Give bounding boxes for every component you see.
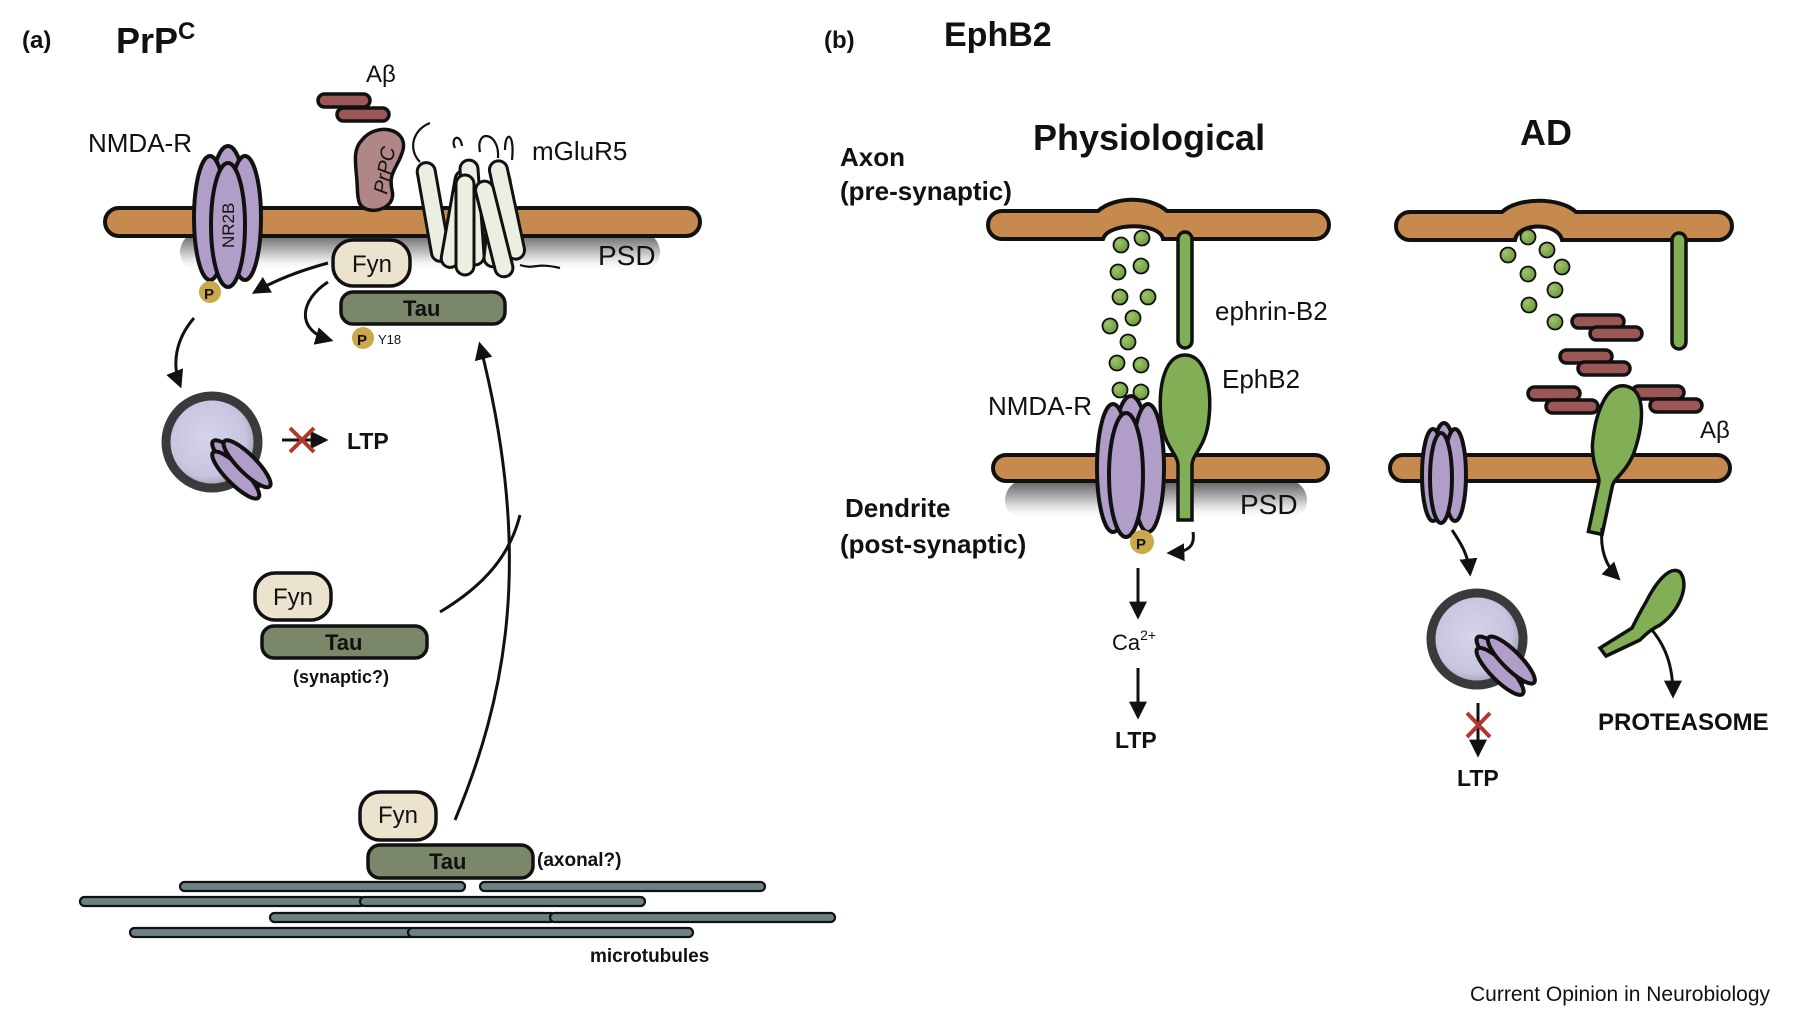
- ad-title: AD: [1520, 112, 1572, 153]
- ltp-label: LTP: [1115, 727, 1157, 753]
- nmda-receptor: [1095, 394, 1166, 539]
- panel-a-title-sup: C: [178, 18, 195, 45]
- panel-b-title: EphB2: [944, 16, 1052, 54]
- panel-a-title: PrPC: [116, 18, 195, 61]
- ephb2-label: EphB2: [1222, 364, 1300, 394]
- abeta-oligomers: [1526, 313, 1704, 415]
- degraded-ephb2: [1597, 568, 1686, 659]
- synaptic-label: (synaptic?): [293, 667, 389, 687]
- ltp-label: LTP: [347, 428, 389, 454]
- arrow: [303, 280, 334, 345]
- arrow: [166, 317, 196, 389]
- panel-a: (a) PrPC PSD NR2B NMDA-R P Aβ PrPC: [22, 18, 837, 967]
- axonal-label: (axonal?): [537, 850, 621, 871]
- prpc-protein: [353, 127, 406, 213]
- calcium-label: Ca2+: [1112, 627, 1156, 655]
- presynaptic-membrane: [986, 197, 1331, 241]
- ltp-label: LTP: [1457, 765, 1499, 791]
- arrow: [1600, 527, 1621, 581]
- arrow: [1649, 628, 1682, 699]
- calcium-text: Ca: [1112, 630, 1141, 655]
- ephb2-receptor: [1586, 384, 1644, 537]
- abeta-label: Aβ: [1700, 417, 1730, 444]
- presynaptic-label: (pre-synaptic): [840, 176, 1012, 206]
- postsynaptic-label: (post-synaptic): [840, 529, 1026, 559]
- ephb2-receptor: [1158, 353, 1212, 522]
- phospho-label: P: [204, 286, 214, 303]
- abeta-oligomer: [335, 106, 391, 123]
- fyn-label: Fyn: [273, 584, 313, 611]
- panel-a-title-main: PrP: [116, 20, 178, 61]
- panel-b-label: (b): [824, 27, 855, 54]
- fyn-label: Fyn: [352, 251, 392, 278]
- tau-protein: [339, 290, 507, 326]
- mglur5-label: mGluR5: [532, 136, 627, 166]
- presynaptic-membrane: [1394, 198, 1734, 242]
- arrow: [251, 261, 329, 294]
- postsynaptic-membrane: [1388, 453, 1732, 483]
- block-x-icon: [1465, 711, 1492, 739]
- arrow-branch: [439, 514, 522, 614]
- footer-credit: Current Opinion in Neurobiology: [1470, 983, 1770, 1006]
- arrow: [1450, 529, 1478, 577]
- abeta-oligomer: [316, 92, 372, 109]
- tau-protein: [366, 843, 535, 880]
- calcium-sup: 2+: [1140, 627, 1156, 643]
- psd-label: PSD: [598, 240, 656, 271]
- psd-label: PSD: [1240, 489, 1298, 520]
- nmda-label: NMDA-R: [988, 391, 1092, 421]
- fyn-label: Fyn: [378, 802, 418, 829]
- fyn-protein: [358, 790, 438, 842]
- phospho-label: P: [1136, 536, 1146, 553]
- axon-label: Axon: [840, 142, 905, 172]
- internalized-nmda-receptor: [1474, 634, 1537, 697]
- fyn-protein: [331, 238, 412, 288]
- psd-shadow: [180, 232, 660, 272]
- phospho-label: P: [357, 332, 367, 349]
- nr2b-label: NR2B: [219, 203, 238, 248]
- proteasome-label: PROTEASOME: [1598, 709, 1769, 736]
- tau-protein: [260, 624, 429, 660]
- block-x-icon: [288, 426, 316, 454]
- ephrin-b2: [1176, 230, 1194, 350]
- phospho-icon: [352, 327, 374, 349]
- nmda-receptor: NR2B: [192, 144, 263, 289]
- panel-a-label: (a): [22, 27, 51, 54]
- tau-label: Tau: [325, 630, 362, 655]
- fyn-protein: [253, 571, 333, 622]
- y18-label: Y18: [378, 332, 401, 347]
- nmda-receptor: [1420, 421, 1468, 525]
- glutamate-vesicles: [1101, 229, 1157, 401]
- ephrin-b2: [1670, 231, 1688, 351]
- microtubules: [78, 880, 837, 939]
- tau-label: Tau: [429, 849, 466, 874]
- glutamate-vesicles: [1499, 228, 1571, 331]
- dendrite-label: Dendrite: [845, 493, 950, 523]
- panel-b: (b) EphB2 Physiological Axon (pre-synapt…: [824, 16, 1769, 791]
- arrow: [453, 341, 511, 821]
- ephrin-label: ephrin-B2: [1215, 296, 1328, 326]
- physiological-title: Physiological: [1033, 117, 1265, 158]
- phospho-icon: [1130, 530, 1154, 554]
- phospho-icon: [199, 281, 221, 303]
- nmda-label: NMDA-R: [88, 128, 192, 158]
- arrow: [1166, 531, 1195, 562]
- mglur5-receptor: [412, 121, 561, 279]
- tau-label: Tau: [403, 296, 440, 321]
- microtubules-label: microtubules: [590, 946, 709, 967]
- internalized-nmda-receptor: [210, 438, 273, 501]
- abeta-label: Aβ: [366, 61, 396, 88]
